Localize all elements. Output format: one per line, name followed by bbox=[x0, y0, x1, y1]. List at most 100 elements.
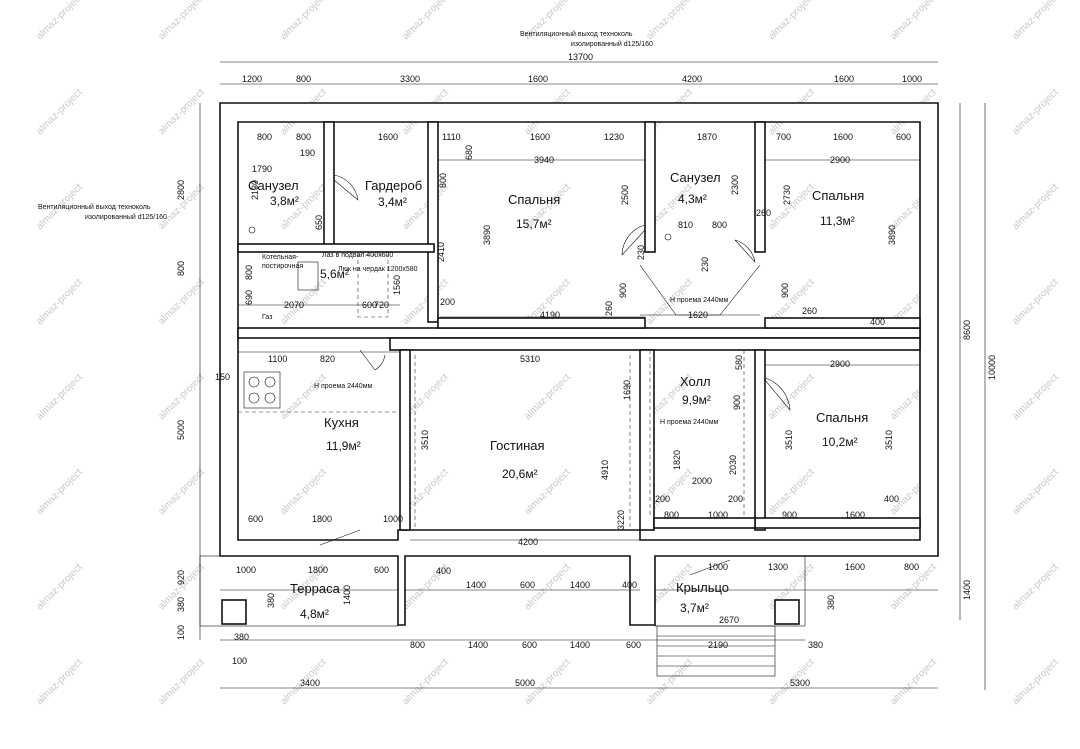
dim-inner: 260 bbox=[756, 208, 771, 218]
dim-inner: 2500 bbox=[620, 185, 630, 205]
watermark-text: almaz-project bbox=[34, 657, 84, 707]
dim-left-2: 5000 bbox=[176, 420, 186, 440]
dim-inner: 3510 bbox=[884, 430, 894, 450]
room-bed1-name: Спальня bbox=[508, 192, 560, 207]
dim-inner: 800 bbox=[904, 562, 919, 572]
dim-inner: 200 bbox=[440, 297, 455, 307]
dim-inner: 1690 bbox=[622, 380, 632, 400]
dim-inner: 800 bbox=[257, 132, 272, 142]
dim-inner: 1800 bbox=[312, 514, 332, 524]
room-bed3-area: 10,2м² bbox=[822, 435, 858, 449]
dim-inner: 260 bbox=[604, 301, 614, 316]
watermark-text: almaz-project bbox=[34, 277, 84, 327]
dim-inner: 1000 bbox=[708, 510, 728, 520]
dim-inner: 1560 bbox=[392, 275, 402, 295]
dim-inner: 600 bbox=[374, 565, 389, 575]
dim-inner: 600 bbox=[896, 132, 911, 142]
room-bed2-area: 11,3м² bbox=[820, 214, 855, 228]
dim-inner: 1600 bbox=[845, 510, 865, 520]
dim-inner: 1400 bbox=[342, 585, 352, 605]
dim-inner: 4910 bbox=[600, 460, 610, 480]
dim-inner: 2300 bbox=[730, 175, 740, 195]
wall-bath1-right bbox=[323, 121, 335, 248]
dim-inner: 1000 bbox=[383, 514, 403, 524]
door-bed1 bbox=[621, 224, 646, 256]
watermark-text: almaz-project bbox=[400, 657, 450, 707]
wall-boiler-top bbox=[237, 243, 435, 253]
stove bbox=[243, 371, 281, 409]
attic-hatch bbox=[357, 254, 389, 318]
room-bed2-name: Спальня bbox=[812, 188, 864, 203]
dim-inner: 900 bbox=[782, 510, 797, 520]
watermark-text: almaz-project bbox=[156, 0, 206, 42]
dim-top-3: 1600 bbox=[528, 74, 548, 84]
dim-inner: 3890 bbox=[482, 225, 492, 245]
dim-inner: 3510 bbox=[420, 430, 430, 450]
wall-bath2-right bbox=[754, 121, 766, 253]
vent-bath2 bbox=[664, 233, 672, 241]
dim-inner: 1110 bbox=[442, 132, 461, 142]
dashed-lines bbox=[238, 350, 745, 530]
note-opening-kitchen: Н проема 2440мм bbox=[314, 383, 373, 390]
wall-corridor-top bbox=[237, 327, 921, 339]
dim-inner: 1820 bbox=[672, 450, 682, 470]
dim-b2-2: 600 bbox=[522, 640, 537, 650]
dim-inner: 600 bbox=[362, 300, 377, 310]
wall-bed1-bottom bbox=[437, 317, 646, 329]
door-wardrobe bbox=[333, 174, 359, 201]
dim-inner: 3890 bbox=[887, 225, 897, 245]
dim-inner: 2900 bbox=[830, 359, 850, 369]
vent-bath1 bbox=[248, 226, 256, 234]
dim-inner: 1600 bbox=[530, 132, 550, 142]
dim-inner: 380 bbox=[826, 595, 836, 610]
note-boiler-1: Котельная- bbox=[262, 254, 299, 261]
vent-note-top-1: Вентиляционный выход техноколь bbox=[520, 30, 633, 38]
porch-column bbox=[774, 599, 800, 625]
dim-inner: 5310 bbox=[520, 354, 540, 364]
wall-wardrobe-right bbox=[427, 121, 439, 323]
dim-inner: 1100 bbox=[268, 354, 287, 364]
watermark-text: almaz-project bbox=[156, 277, 206, 327]
room-kitchen-name: Кухня bbox=[324, 415, 359, 430]
dim-top-6: 1000 bbox=[902, 74, 922, 84]
watermark-text: almaz-project bbox=[1010, 372, 1060, 422]
porch-steps bbox=[656, 625, 776, 677]
room-bath2-name: Санузел bbox=[670, 170, 721, 185]
room-terrace-area: 4,8м² bbox=[300, 607, 329, 621]
dim-inner: 1800 bbox=[308, 565, 328, 575]
watermark-text: almaz-project bbox=[156, 372, 206, 422]
room-porch-area: 3,7м² bbox=[680, 601, 709, 615]
watermark-text: almaz-project bbox=[278, 0, 328, 42]
dim-b2-0: 800 bbox=[410, 640, 425, 650]
doors bbox=[319, 174, 791, 576]
dim-inner: 2900 bbox=[830, 155, 850, 165]
dim-top-1: 800 bbox=[296, 74, 311, 84]
dim-left-3: 920 bbox=[176, 570, 186, 585]
dim-inner: 200 bbox=[655, 494, 670, 504]
dim-inner: 2410 bbox=[436, 242, 446, 262]
dim-inner: 580 bbox=[734, 355, 744, 370]
dim-inner: 900 bbox=[780, 283, 790, 298]
wall-bed-bottom bbox=[754, 517, 921, 529]
watermark-text: almaz-project bbox=[156, 87, 206, 137]
dim-inner: 400 bbox=[870, 317, 885, 327]
watermark-text: almaz-project bbox=[278, 372, 328, 422]
dim-inner: 1400 bbox=[570, 580, 590, 590]
room-bath1-area: 3,8м² bbox=[270, 194, 299, 208]
vent-note-left-2: изолированный d125/160 bbox=[85, 213, 167, 221]
overall-width: 13700 bbox=[568, 52, 593, 62]
dim-inner: 1000 bbox=[708, 562, 728, 572]
dim-inner: 690 bbox=[244, 290, 254, 305]
dim-inner: 400 bbox=[436, 566, 451, 576]
dim-inner: 3220 bbox=[616, 510, 626, 530]
dim-inner: 200 bbox=[728, 494, 743, 504]
watermark-text: almaz-project bbox=[278, 467, 328, 517]
dim-bottom-1: 5000 bbox=[515, 678, 535, 688]
dim-inner: 1870 bbox=[697, 132, 717, 142]
dim-top-5: 1600 bbox=[834, 74, 854, 84]
dim-left-1: 800 bbox=[176, 261, 186, 276]
dim-inner: 3510 bbox=[784, 430, 794, 450]
room-bath2-area: 4,3м² bbox=[678, 192, 707, 206]
dim-inner: 380 bbox=[266, 593, 276, 608]
dimension-lines bbox=[199, 61, 986, 690]
